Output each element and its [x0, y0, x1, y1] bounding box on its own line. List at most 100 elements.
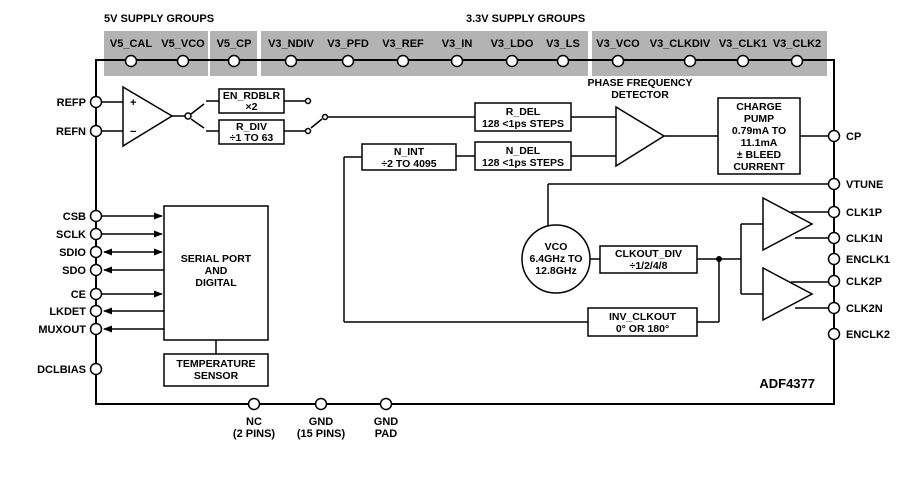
- pin-gnd-pad-sublabel: PAD: [375, 428, 397, 440]
- en-rdblr-sublabel: ×2: [246, 101, 258, 113]
- pin-sdio: [89, 245, 103, 259]
- pin-sclk-label: SCLK: [56, 229, 86, 241]
- rdiv-out-node: [304, 127, 312, 135]
- pin-v3-ldo: [505, 54, 519, 68]
- supply-band-3v3-b: [592, 31, 827, 76]
- supply-band-3v3-a: [261, 31, 588, 76]
- pfd-sublabel: DETECTOR: [611, 89, 669, 101]
- r-div-block: [218, 119, 285, 145]
- clkout-div-block: [599, 245, 698, 274]
- pin-clk1p-label: CLK1P: [846, 207, 882, 219]
- pin-gnd-label: GND: [309, 416, 334, 428]
- vco-wiring: [343, 156, 828, 323]
- pin-v3-clk2-label: V3_CLK2: [773, 38, 821, 50]
- pin-v3-in-label: V3_IN: [442, 38, 473, 50]
- switch-b: [190, 118, 205, 129]
- pin-clk1n: [827, 231, 841, 245]
- n-del-block: [474, 141, 572, 171]
- pin-ce: [89, 287, 103, 301]
- pin-enclk2-label: ENCLK2: [846, 329, 890, 341]
- pin-v5-cal: [124, 54, 138, 68]
- pin-dclbias-label: DCLBIAS: [37, 364, 86, 376]
- ref-amplifier: [102, 85, 192, 148]
- serial-line3: DIGITAL: [195, 277, 237, 289]
- cp-line5: ± BLEED: [737, 149, 782, 161]
- pin-clk2p: [827, 274, 841, 288]
- pin-refn: [89, 124, 103, 138]
- pin-dclbias: [89, 362, 103, 376]
- pin-v5-cp: [227, 54, 241, 68]
- left-pin-labels: REFP REFN CSB SCLK SDIO SDO CE LKDET MUX…: [37, 97, 86, 376]
- pin-clk2n-label: CLK2N: [846, 303, 883, 315]
- pin-vtune: [827, 177, 841, 191]
- ref-path-wires: [190, 97, 475, 135]
- temp-line1: TEMPERATURE: [176, 358, 255, 370]
- pin-v3-ndiv-label: V3_NDIV: [268, 38, 315, 50]
- pin-sdio-label: SDIO: [59, 247, 86, 259]
- pfd-wiring: [456, 116, 828, 157]
- pin-v3-ls-label: V3_LS: [546, 38, 580, 50]
- pin-lkdet-label: LKDET: [49, 306, 86, 318]
- n-del-label: N_DEL: [506, 145, 541, 157]
- switch-a: [190, 103, 205, 115]
- r-del-block: [474, 102, 572, 132]
- pin-refp: [89, 95, 103, 109]
- r-div-label: R_DIV: [236, 121, 267, 133]
- pin-v3-clk1: [736, 54, 750, 68]
- r-del-label: R_DEL: [506, 106, 541, 118]
- cp-line1: CHARGE: [736, 101, 782, 113]
- pin-v3-clk2: [790, 54, 804, 68]
- pin-clk2p-label: CLK2P: [846, 276, 882, 288]
- n-int-block: [361, 143, 457, 171]
- inv-clkout-label: INV_CLKOUT: [609, 311, 677, 323]
- bottom-pin-circles: [247, 397, 393, 411]
- pin-v3-clk1-label: V3_CLK1: [719, 38, 767, 50]
- pin-vtune-label: VTUNE: [846, 179, 883, 191]
- pin-csb: [89, 209, 103, 223]
- en-rdblr-label: EN_RDBLR: [223, 90, 281, 102]
- cp-line2: PUMP: [744, 113, 774, 125]
- pin-sclk: [89, 227, 103, 241]
- pin-v3-vco-label: V3_VCO: [596, 38, 640, 50]
- pin-gnd-pad-label: GND: [374, 416, 399, 428]
- clkout-div-label: CLKOUT_DIV: [615, 248, 682, 260]
- cp-line3: 0.79mA TO: [732, 125, 786, 137]
- pin-v5-vco: [176, 54, 190, 68]
- vco-label: VCO: [545, 241, 568, 253]
- pin-nc-sublabel: (2 PINS): [233, 428, 276, 440]
- pin-enclk1-label: ENCLK1: [846, 254, 890, 266]
- n-del-sublabel: 128 <1ps STEPS: [482, 157, 564, 169]
- pin-clk2n: [827, 301, 841, 315]
- supply-5v-header: 5V SUPPLY GROUPS: [104, 13, 214, 25]
- pin-cp: [827, 129, 841, 143]
- supply-pin-circles: [124, 54, 804, 68]
- r-del-sublabel: 128 <1ps STEPS: [482, 118, 564, 130]
- pin-v3-clkdiv: [683, 54, 697, 68]
- supply-3v3-header: 3.3V SUPPLY GROUPS: [466, 13, 585, 25]
- pin-v3-ref-label: V3_REF: [382, 38, 424, 50]
- pin-ce-label: CE: [71, 289, 86, 301]
- pin-v3-vco: [611, 54, 625, 68]
- pin-enclk2: [827, 327, 841, 341]
- pin-v3-ndiv: [284, 54, 298, 68]
- right-pin-circles: [827, 129, 841, 341]
- en-rdblr-block: [218, 88, 285, 114]
- pin-v3-ldo-label: V3_LDO: [491, 38, 534, 50]
- charge-pump-block: [717, 97, 801, 175]
- pin-gnd-sublabel: (15 PINS): [297, 428, 346, 440]
- pin-v3-ls: [556, 54, 570, 68]
- pin-gnd: [314, 397, 328, 411]
- pin-v5-vco-label: V5_VCO: [161, 38, 205, 50]
- serial-line1: SERIAL PORT: [181, 253, 252, 265]
- ref-amp-triangle: [122, 85, 174, 148]
- pfd-label: PHASE FREQUENCY: [587, 77, 692, 89]
- serial-port-wires: [102, 212, 217, 354]
- pin-clk1p: [827, 205, 841, 219]
- ref-amp-minus: −: [130, 126, 136, 138]
- pfd-triangle: [615, 105, 666, 168]
- clkoutdiv-junction-dot: [716, 256, 722, 262]
- serial-port-block: [163, 205, 269, 341]
- pin-enclk1: [827, 252, 841, 266]
- supply-band-5v-a: [104, 31, 208, 76]
- part-number: ADF4377: [759, 376, 815, 391]
